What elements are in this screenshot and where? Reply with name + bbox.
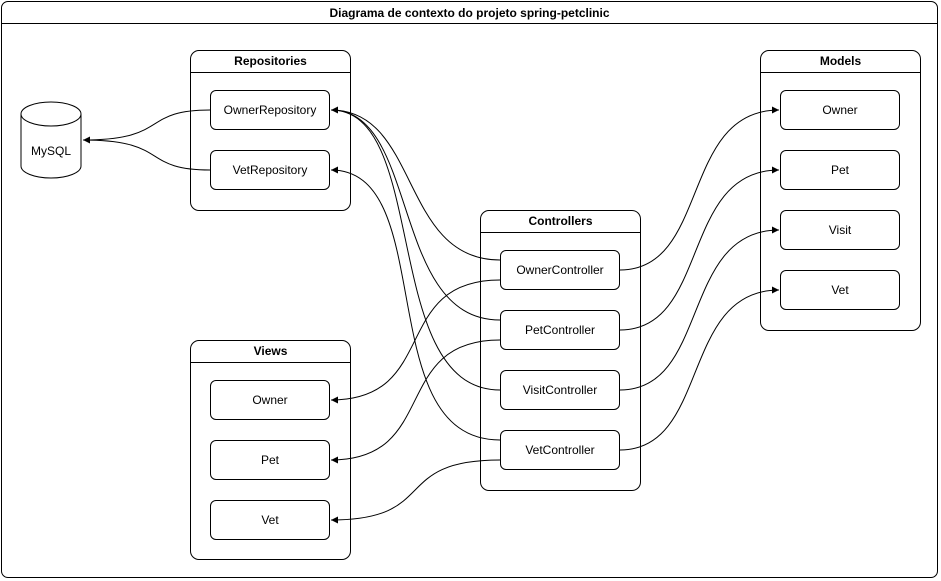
visit-model-node[interactable]: Visit [780,210,900,250]
owner-view-node[interactable]: Owner [210,380,330,420]
owner-model-node[interactable]: Owner [780,90,900,130]
diagram-title: Diagrama de contexto do projeto spring-p… [2,2,937,24]
models-title: Models [761,51,920,73]
controllers-title: Controllers [481,211,640,233]
owner-controller-node[interactable]: OwnerController [500,250,620,290]
mysql-label: MySQL [30,144,71,158]
database-cylinder-icon [20,101,82,179]
mysql-database[interactable]: MySQL [20,100,82,180]
views-title: Views [191,341,350,363]
vet-repository-node[interactable]: VetRepository [210,150,330,190]
pet-controller-node[interactable]: PetController [500,310,620,350]
vet-model-node[interactable]: Vet [780,270,900,310]
visit-controller-node[interactable]: VisitController [500,370,620,410]
pet-view-node[interactable]: Pet [210,440,330,480]
pet-model-node[interactable]: Pet [780,150,900,190]
vet-controller-node[interactable]: VetController [500,430,620,470]
repositories-title: Repositories [191,51,350,73]
owner-repository-node[interactable]: OwnerRepository [210,90,330,130]
vet-view-node[interactable]: Vet [210,500,330,540]
